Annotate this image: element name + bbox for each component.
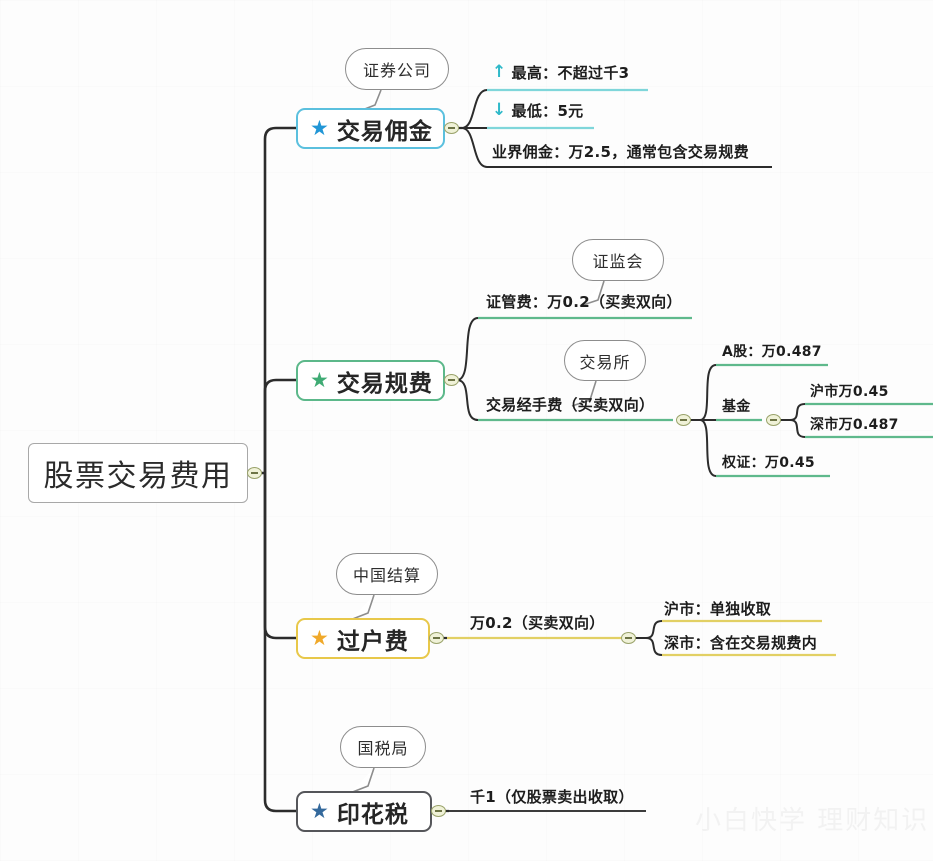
leaf-handling-fee[interactable]: 交易经手费（买卖双向）	[486, 394, 654, 415]
callout-bubble-exchange: 交易所	[564, 340, 646, 381]
leaf-commission-min[interactable]: ↓ 最低：5元	[492, 100, 583, 121]
leaf-label: 业界佣金：万2.5，通常包含交易规费	[492, 143, 749, 161]
leaf-label: 深市：含在交易规费内	[664, 634, 818, 652]
branch-node-regulatory-fee[interactable]: ★ 交易规费	[296, 360, 445, 401]
leaf-label: A股：万0.487	[722, 344, 822, 360]
leaf-commission-max[interactable]: ↑ 最高：不超过千3	[492, 62, 629, 83]
branch-node-transfer-fee[interactable]: ★ 过户费	[296, 618, 430, 659]
collapse-toggle-transfer-fee[interactable]	[429, 632, 444, 644]
leaf-supervision-fee[interactable]: 证管费：万0.2（买卖双向）	[486, 291, 682, 312]
leaf-warrant[interactable]: 权证：万0.45	[722, 452, 815, 472]
callout-bubble-chinaclear: 中国结算	[336, 553, 438, 595]
star-icon: ★	[310, 800, 329, 823]
branch-node-label: 印花税	[336, 801, 409, 828]
callout-label: 交易所	[579, 352, 631, 372]
collapse-toggle-stamp-duty[interactable]	[431, 805, 446, 817]
star-icon: ★	[310, 369, 329, 392]
leaf-fund-shanghai[interactable]: 沪市万0.45	[810, 381, 889, 401]
arrow-up-icon: ↑	[492, 62, 507, 82]
star-icon: ★	[310, 627, 329, 650]
leaf-stamp-duty-rate[interactable]: 千1（仅股票卖出收取）	[470, 786, 634, 807]
leaf-a-share[interactable]: A股：万0.487	[722, 341, 822, 361]
leaf-label: 千1（仅股票卖出收取）	[470, 788, 634, 806]
collapse-toggle-handling-fee[interactable]	[676, 414, 691, 426]
leaf-label: 最低：5元	[511, 102, 584, 120]
collapse-toggle-regulatory-fee[interactable]	[444, 374, 459, 386]
root-node[interactable]: 股票交易费用	[28, 443, 248, 503]
branch-node-stamp-duty[interactable]: ★ 印花税	[296, 791, 432, 832]
root-node-label: 股票交易费用	[43, 459, 233, 494]
leaf-label: 沪市万0.45	[810, 384, 889, 400]
root-collapse-toggle[interactable]	[247, 467, 262, 479]
callout-bubble-tax-bureau: 国税局	[340, 726, 426, 768]
leaf-transfer-shenzhen[interactable]: 深市：含在交易规费内	[664, 632, 817, 653]
leaf-label: 证管费：万0.2（买卖双向）	[486, 293, 682, 311]
collapse-toggle-fund[interactable]	[766, 414, 781, 426]
leaf-label: 沪市：单独收取	[664, 600, 772, 618]
callout-label: 中国结算	[352, 566, 421, 585]
callout-bubble-csrc: 证监会	[572, 239, 664, 281]
collapse-toggle-transfer-markets[interactable]	[621, 632, 636, 644]
leaf-label: 深市万0.487	[810, 417, 899, 433]
leaf-label: 基金	[722, 399, 751, 415]
callout-label: 证监会	[592, 252, 644, 271]
leaf-transfer-shanghai[interactable]: 沪市：单独收取	[664, 598, 771, 619]
callout-label: 国税局	[357, 739, 409, 758]
leaf-fund[interactable]: 基金	[722, 396, 751, 416]
branch-node-commission[interactable]: ★ 交易佣金	[296, 108, 445, 149]
leaf-label: 最高：不超过千3	[511, 64, 630, 82]
leaf-commission-industry[interactable]: 业界佣金：万2.5，通常包含交易规费	[492, 141, 749, 162]
callout-label: 证券公司	[362, 61, 431, 80]
leaf-fund-shenzhen[interactable]: 深市万0.487	[810, 414, 899, 434]
collapse-toggle-commission[interactable]	[444, 122, 459, 134]
star-icon: ★	[310, 117, 329, 140]
leaf-label: 万0.2（买卖双向）	[470, 614, 605, 632]
branch-node-label: 交易规费	[336, 370, 433, 397]
watermark-text: 小白快学 理财知识	[695, 806, 930, 836]
branch-node-label: 交易佣金	[336, 118, 433, 145]
branch-node-label: 过户费	[336, 628, 409, 655]
arrow-down-icon: ↓	[492, 100, 507, 120]
leaf-transfer-rate[interactable]: 万0.2（买卖双向）	[470, 612, 605, 633]
callout-bubble-commission: 证券公司	[345, 48, 449, 90]
leaf-label: 权证：万0.45	[722, 455, 815, 471]
leaf-label: 交易经手费（买卖双向）	[486, 396, 655, 414]
